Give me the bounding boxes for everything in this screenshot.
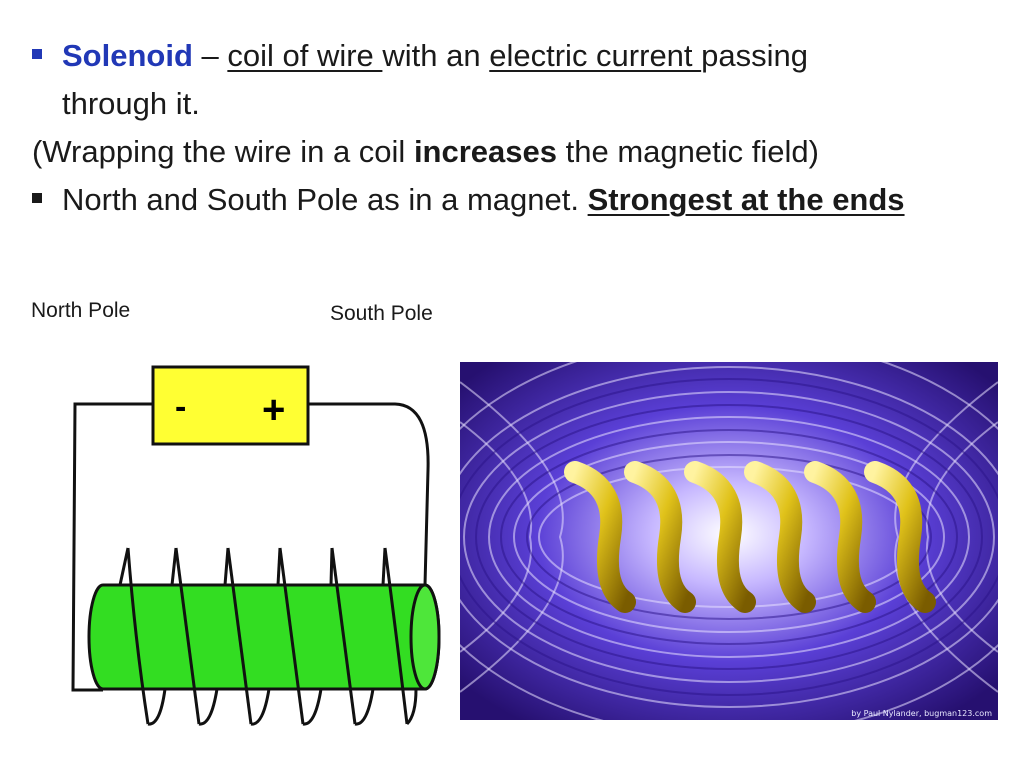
poles-text: North and South Pole as in a magnet. [62, 182, 588, 217]
text-with-an: with an [382, 38, 490, 73]
dash-text: – [192, 38, 228, 73]
note-wrapping: (Wrapping the wire in a coil increases t… [32, 132, 819, 172]
text-passing: passing [701, 38, 809, 73]
bullet-square-icon [32, 192, 42, 203]
underlined-electric-current: electric current [489, 38, 702, 73]
gold-coil-rings [564, 461, 936, 613]
battery-minus: - [175, 388, 186, 426]
left-wire [71, 402, 153, 692]
image-credit: by Paul Nylander, bugman123.com [851, 709, 992, 718]
strongest-at-ends: Strongest at the ends [587, 182, 905, 217]
solenoid-circuit-diagram: - + [71, 365, 441, 726]
underlined-coil-of-wire: coil of wire [227, 38, 383, 73]
core-end-cap [409, 583, 441, 691]
note-post-text: the magnetic field) [557, 134, 819, 169]
battery-plus: + [262, 388, 285, 432]
coil-bottom-loops [147, 688, 418, 726]
note-pre-text: (Wrapping the wire in a coil [32, 134, 414, 169]
bullet-poles: North and South Pole as in a magnet. Str… [32, 180, 905, 220]
field-dark-lines [460, 378, 998, 696]
south-pole-label: South Pole [330, 302, 433, 325]
right-wire [308, 402, 430, 586]
north-pole-label: North Pole [31, 299, 131, 322]
battery [151, 365, 310, 446]
text-through-it: through it. [62, 86, 200, 121]
term-solenoid: Solenoid [62, 38, 193, 73]
coil-back-strands [118, 547, 387, 586]
bullet-solenoid-continuation: through it. [62, 84, 200, 124]
coil-front-strands [126, 547, 409, 725]
note-increases: increases [413, 134, 557, 169]
bullet-solenoid-definition: Solenoid – coil of wire with an electric… [32, 36, 808, 76]
bullet-square-icon [32, 48, 42, 59]
solenoid-magnetic-field-image: by Paul Nylander, bugman123.com [460, 362, 998, 720]
